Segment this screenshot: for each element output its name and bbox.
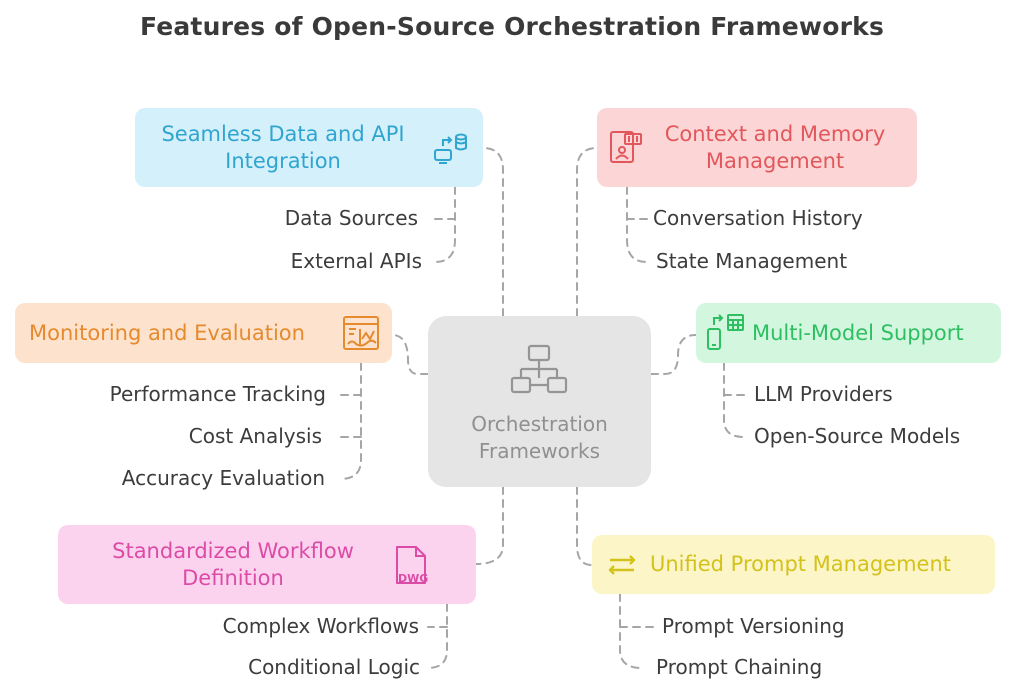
item-open-source-models: Open-Source Models — [754, 424, 961, 448]
connector-center-workflow — [475, 486, 504, 565]
branch-label: Unified Prompt Management — [650, 552, 952, 576]
branch-monitoring-evaluation: Monitoring and Evaluation — [15, 303, 392, 363]
item-complex-workflows: Complex Workflows — [222, 614, 419, 638]
item-accuracy-evaluation: Accuracy Evaluation — [121, 466, 325, 490]
connector-workflow-items — [427, 603, 448, 669]
monitor-chart-icon — [343, 316, 379, 350]
branch-workflow-definition: Standardized Workflow Definition DWG — [58, 525, 476, 604]
connector-multi-model-items — [723, 362, 745, 438]
branch-context-memory: Context and Memory Management — [597, 108, 917, 187]
connector-center-monitoring — [391, 334, 429, 375]
connector-data-api-items — [434, 186, 456, 263]
item-state-management: State Management — [656, 249, 848, 273]
item-cost-analysis: Cost Analysis — [188, 424, 322, 448]
branch-label: Standardized Workflow Definition — [112, 538, 354, 590]
dwg-icon-text: DWG — [398, 572, 429, 585]
connector-center-context — [576, 147, 598, 317]
item-external-apis: External APIs — [290, 249, 422, 273]
arrows-exchange-icon — [608, 555, 636, 575]
item-llm-providers: LLM Providers — [754, 382, 893, 406]
item-prompt-versioning: Prompt Versioning — [662, 614, 845, 638]
branch-data-api-integration: Seamless Data and API Integration — [135, 108, 483, 187]
item-conversation-history: Conversation History — [653, 206, 863, 230]
connector-monitoring-items — [339, 362, 362, 480]
connector-context-items — [626, 186, 648, 263]
branch-label: Seamless Data and API Integration — [161, 121, 405, 173]
connector-center-prompt — [576, 486, 593, 566]
branch-label: Context and Memory Management — [664, 121, 886, 173]
phone-calculator-icon — [707, 314, 744, 350]
branch-label: Multi-Model Support — [752, 320, 964, 345]
branch-prompt-management: Unified Prompt Management — [592, 535, 995, 594]
connector-prompt-items — [619, 593, 643, 669]
center-label: Orchestration Frameworks — [471, 412, 608, 463]
branch-label: Monitoring and Evaluation — [29, 320, 305, 345]
connector-center-data-api — [482, 147, 504, 317]
diagram-title: Features of Open-Source Orchestration Fr… — [139, 12, 885, 41]
item-performance-tracking: Performance Tracking — [109, 382, 326, 406]
item-conditional-logic: Conditional Logic — [248, 655, 420, 679]
branch-multi-model-support: Multi-Model Support — [696, 303, 1001, 363]
memory-profile-icon — [610, 131, 642, 163]
item-data-sources: Data Sources — [284, 206, 418, 230]
connector-center-multi-model — [650, 334, 697, 375]
hierarchy-icon — [510, 344, 568, 394]
database-exchange-icon — [434, 133, 467, 164]
dwg-file-icon: DWG — [394, 545, 428, 585]
center-node: Orchestration Frameworks — [428, 316, 651, 487]
item-prompt-chaining: Prompt Chaining — [656, 655, 823, 679]
